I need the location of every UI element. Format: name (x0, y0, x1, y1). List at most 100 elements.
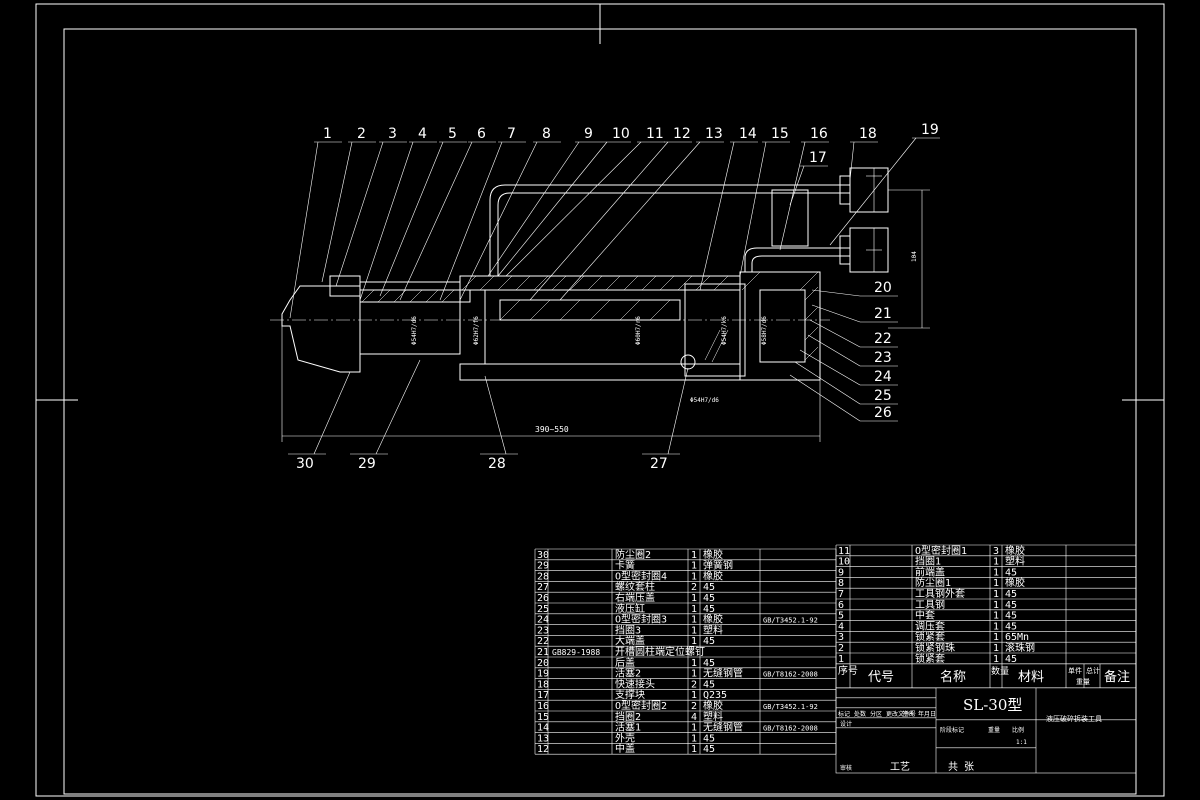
balloon-2: 2 (357, 126, 366, 142)
parts-row-material: 45 (703, 604, 715, 615)
parts-row-qty: 1 (993, 567, 999, 578)
parts-row-name: 调压套 (915, 619, 945, 632)
balloon-30: 30 (296, 456, 314, 472)
parts-row-no: 17 (537, 690, 549, 701)
parts-row-no: 4 (838, 621, 844, 632)
parts-row-no: 13 (537, 733, 549, 744)
parts-row-no: 15 (537, 712, 549, 723)
parts-row-no: 10 (838, 557, 850, 568)
balloon-17: 17 (809, 150, 827, 166)
revision-label: 分区 (870, 710, 882, 718)
title-sheet: 共 张 (948, 761, 974, 773)
parts-row-no: 28 (537, 571, 549, 582)
parts-row-no: 7 (838, 589, 844, 600)
title-scale: 1:1 (1016, 739, 1027, 746)
parts-row-name: 活塞1 (615, 721, 641, 734)
outer-ring (359, 289, 471, 303)
balloon-leader (811, 289, 861, 297)
revision-label: 年月日 (918, 710, 936, 718)
parts-row-no: 5 (838, 611, 844, 622)
height-dim: 104 (911, 251, 918, 262)
balloon-leader (487, 141, 580, 277)
parts-row-no: 16 (537, 701, 549, 712)
parts-row-name: 防尘圈1 (915, 576, 951, 589)
parts-row-qty: 1 (993, 643, 999, 654)
revision-label: 标记 (838, 710, 850, 718)
parts-row-name: 工具钢外套 (915, 587, 965, 600)
balloon-leader (529, 141, 669, 301)
header-weight: 重量 (1076, 678, 1090, 686)
parts-row-material: 橡胶 (1005, 576, 1025, 589)
balloon-15: 15 (771, 126, 789, 142)
balloon-1: 1 (323, 126, 332, 142)
revision-label: 签名 (902, 710, 914, 718)
parts-row-qty: 1 (993, 600, 999, 611)
parts-row-name: O型密封圈4 (615, 569, 667, 582)
balloon-leader (505, 141, 642, 277)
balloon-leader (379, 141, 444, 297)
rear-cap-inner (759, 289, 806, 363)
rear-cap (739, 271, 821, 381)
balloon-leader (359, 141, 414, 301)
oil-line-1 (489, 184, 850, 276)
balloon-8: 8 (542, 126, 551, 142)
parts-row-name: 锁紧套 (915, 652, 945, 665)
parts-row-qty: 1 (691, 550, 697, 561)
parts-row-material: 塑料 (1005, 555, 1025, 568)
balloon-26: 26 (874, 405, 892, 421)
balloon-25: 25 (874, 388, 892, 404)
parts-row-name: 中盖 (615, 742, 635, 755)
revision-label: 更改文件号 (886, 710, 916, 718)
parts-row-qty: 1 (993, 632, 999, 643)
balloon-leader (484, 375, 507, 455)
parts-row-material: 45 (703, 593, 715, 604)
parts-row-name: 支撑块 (615, 688, 645, 701)
parts-row-no: 26 (537, 593, 549, 604)
parts-row-qty: 1 (691, 604, 697, 615)
balloon-21: 21 (874, 306, 892, 322)
front-housing (359, 281, 461, 355)
parts-row-name: 锁紧套 (915, 630, 945, 643)
dia-callout-3: Φ60H7/r6 (635, 316, 642, 345)
balloon-20: 20 (874, 280, 892, 296)
parts-row-note: GB/T8162-2008 (763, 725, 818, 733)
balloon-23: 23 (874, 350, 892, 366)
parts-row-name: O型密封圈1 (915, 544, 967, 557)
dia-callout-4: Φ54H7/k6 (721, 316, 728, 345)
parts-row-name: 右端压盖 (615, 591, 655, 604)
parts-row-name: 外壳 (615, 731, 635, 744)
dia-callout-2: Φ62H7/f6 (473, 316, 480, 345)
parts-row-no: 22 (537, 636, 549, 647)
parts-row-name: 挡圈2 (615, 710, 641, 723)
balloon-6: 6 (477, 126, 486, 142)
section-hatching (361, 271, 819, 363)
parts-row-no: 24 (537, 615, 549, 626)
title-design: 设计 (840, 720, 852, 728)
dia-callout-1: Φ54H7/d6 (411, 316, 418, 345)
header-material: 材料 (1018, 670, 1044, 685)
parts-row-material: 45 (1005, 567, 1017, 578)
parts-row-qty: 1 (993, 578, 999, 589)
parts-row-note: GB/T8162-2008 (763, 671, 818, 679)
parts-row-qty: 1 (993, 621, 999, 632)
oil-line-4 (751, 255, 850, 272)
balloon-13: 13 (705, 126, 723, 142)
balloon-leader (799, 349, 861, 386)
parts-row-name: 快速接头 (615, 677, 655, 690)
support-block (771, 189, 809, 247)
balloon-22: 22 (874, 331, 892, 347)
balloon-14: 14 (739, 126, 757, 142)
parts-row-no: 14 (537, 723, 549, 734)
balloon-leader (459, 141, 538, 301)
parts-row-qty: 1 (691, 593, 697, 604)
title-drawing-name: 液压破碎拆装工具 (1046, 714, 1102, 723)
parts-row-material: 无缝钢管 (703, 721, 743, 734)
parts-row-qty: 1 (691, 615, 697, 626)
parts-row-material: 弹簧钢 (703, 559, 733, 572)
outer-shell-bottom (459, 363, 741, 381)
parts-row-qty: 1 (691, 636, 697, 647)
balloon-9: 9 (584, 126, 593, 142)
parts-row-no: 30 (537, 550, 549, 561)
balloon-leader (809, 319, 861, 348)
piston-head (684, 283, 746, 377)
